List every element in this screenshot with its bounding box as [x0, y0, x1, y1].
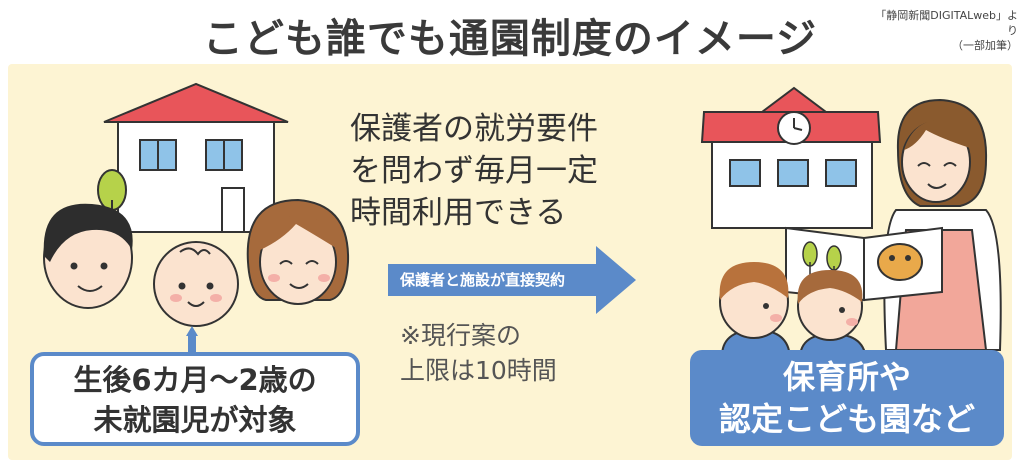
target-line-1: 生後6カ月～2歳の: [73, 363, 317, 397]
requirement-text: 保護者の就労要件 を問わず毎月一定 時間利用できる: [350, 108, 680, 234]
child-1-icon: [719, 262, 792, 361]
source-line-2: （一部加筆）: [952, 39, 1018, 52]
page-title: こども誰でも通園制度のイメージ: [202, 16, 818, 62]
source-line-1: 「静岡新聞DIGITALweb」より: [875, 9, 1018, 37]
requirement-line-1: 保護者の就労要件: [350, 111, 598, 147]
facility-box: 保育所や 認定こども園など: [690, 350, 1004, 446]
father-icon: [43, 203, 133, 309]
mother-icon: [246, 198, 350, 305]
house-icon: [103, 82, 289, 233]
caregiver-icon: [883, 98, 1002, 351]
daycare-building-icon: [700, 86, 882, 229]
arrow-label: 保護者と施設が直接契約: [400, 271, 566, 289]
child-2-icon: [797, 270, 868, 363]
requirement-line-2: を問わず毎月一定: [350, 153, 598, 189]
requirement-line-3: 時間利用できる: [350, 195, 567, 231]
limit-note: ※現行案の 上限は10時間: [400, 318, 630, 388]
pointer-triangle: [186, 326, 198, 336]
arrow-icon: [388, 246, 636, 314]
target-line-2: 未就園児が対象: [93, 403, 297, 437]
facility-line-1: 保育所や: [782, 358, 911, 396]
note-line-1: ※現行案の: [400, 321, 521, 350]
baby-icon: [153, 241, 239, 327]
note-line-2: 上限は10時間: [400, 356, 557, 385]
facility-line-2: 認定こども園など: [718, 400, 975, 438]
target-box: 生後6カ月～2歳の 未就園児が対象: [30, 352, 360, 446]
source-credit: 「静岡新聞DIGITALweb」より （一部加筆）: [868, 8, 1018, 53]
